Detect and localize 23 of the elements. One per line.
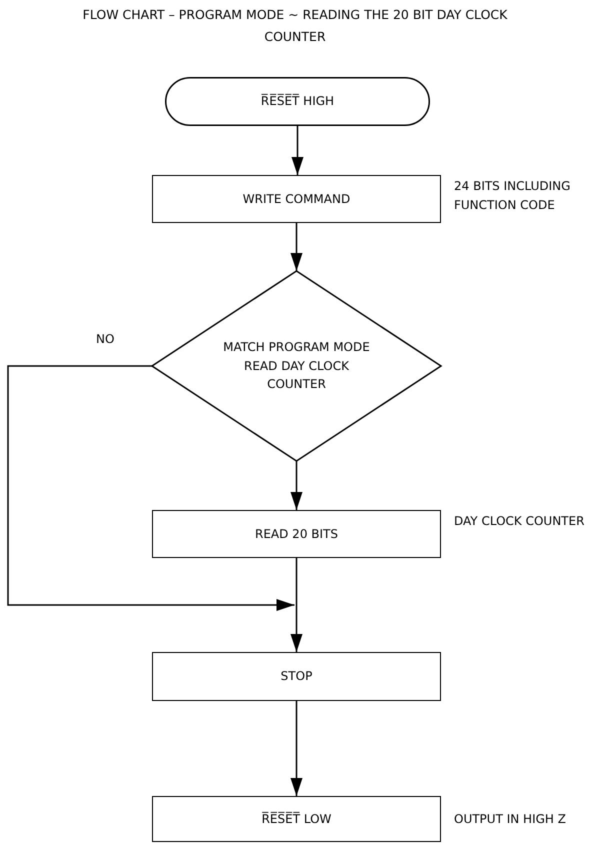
arrow — [290, 223, 302, 271]
annotation-text: OUTPUT IN HIGH Z — [454, 811, 566, 828]
node-text: READ 20 BITS — [255, 526, 338, 543]
edge-label: NO — [94, 332, 116, 346]
node-text: STOP — [280, 668, 312, 686]
chart-title: FLOW CHART – PROGRAM MODE ~ READING THE 20 BIT DAY CLOCK COUNTER — [82, 6, 508, 46]
arrow — [7, 365, 294, 611]
node-text: MATCH PROGRAM MODE READ DAY CLOCK COUNTER — [222, 339, 371, 394]
arrow — [290, 701, 302, 796]
arrow — [290, 461, 302, 510]
process-box — [152, 796, 441, 842]
node-text: WRITE COMMAND — [242, 190, 350, 208]
process-box — [152, 652, 441, 701]
process-box — [152, 175, 441, 223]
annotation-text: DAY CLOCK COUNTER — [454, 513, 586, 530]
arrow — [292, 126, 304, 175]
node-text: R̅E̅S̅E̅T̅ HIGH — [260, 93, 334, 110]
process-box — [152, 510, 441, 558]
terminal-shape — [165, 77, 430, 126]
arrow — [290, 558, 302, 652]
node-text: R̅E̅S̅E̅T̅ LOW — [262, 810, 332, 828]
annotation-text: 24 BITS INCLUDING FUNCTION CODE — [454, 178, 572, 214]
decision-diamond — [152, 271, 441, 461]
